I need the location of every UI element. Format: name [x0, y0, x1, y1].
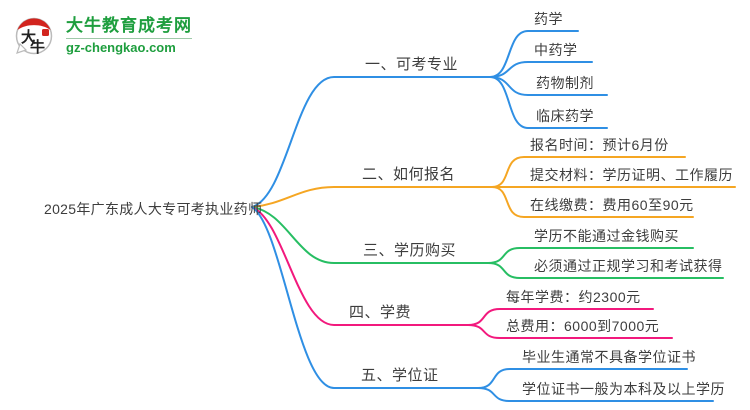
logo-char-1: 大 [21, 28, 36, 46]
speech-bubble-tail [16, 42, 28, 54]
branch-2-lines [251, 156, 736, 218]
leaf-yearly-tuition: 每年学费：约2300元 [506, 289, 641, 305]
branch-5-lines [251, 206, 714, 402]
branch-2-label: 二、如何报名 [362, 166, 456, 183]
leaf-pharmacy: 药学 [534, 11, 563, 27]
leaf-clinical-pharmacy: 临床药学 [536, 108, 594, 124]
branch-5-label: 五、学位证 [361, 367, 439, 384]
leaf-tcm-pharmacy: 中药学 [534, 42, 578, 58]
logo: 大 牛 大牛教育成考网 gz-chengkao.com [12, 12, 192, 60]
red-crescent [17, 18, 51, 30]
leaf-signup-time: 报名时间：预计6月份 [530, 137, 669, 153]
branch-3-label: 三、学历购买 [363, 242, 457, 259]
leaf-materials: 提交材料：学历证明、工作履历 [530, 167, 733, 183]
branch-4-label: 四、学费 [349, 304, 412, 321]
branch-4-lines [251, 206, 673, 339]
branch-3-lines [251, 206, 724, 279]
leaf-pharmaceutics: 药物制剂 [536, 75, 594, 91]
logo-char-2: 牛 [30, 38, 45, 56]
leaf-formal-study: 必须通过正规学习和考试获得 [534, 258, 723, 274]
root-topic: 2025年广东成人大专可考执业药师 [44, 201, 263, 217]
logo-url: gz-chengkao.com [66, 38, 192, 56]
logo-bull-icon: 大 牛 [15, 17, 53, 56]
branch-1-label: 一、可考专业 [365, 56, 459, 73]
branch-1-lines [251, 30, 608, 208]
leaf-total-cost: 总费用：6000到7000元 [506, 318, 660, 334]
red-seal [42, 29, 49, 36]
leaf-degree-bachelor: 学位证书一般为本科及以上学历 [522, 381, 725, 397]
leaf-no-money-purchase: 学历不能通过金钱购买 [534, 228, 679, 244]
logo-title: 大牛教育成考网 [66, 16, 192, 35]
leaf-online-payment: 在线缴费：费用60至90元 [530, 197, 694, 213]
leaf-no-degree-cert: 毕业生通常不具备学位证书 [522, 349, 696, 365]
logo-text: 大牛教育成考网 gz-chengkao.com [66, 16, 192, 56]
